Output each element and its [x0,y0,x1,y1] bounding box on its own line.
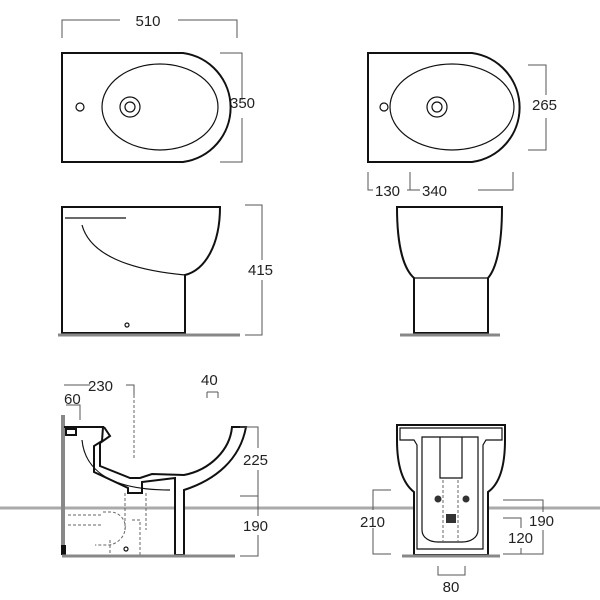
section-view [61,384,259,558]
dim-front-bottom-width: 80 [443,579,460,596]
dim-section-bowl-height: 225 [243,452,268,469]
front-view [395,206,504,337]
dim-section-wall: 60 [64,391,81,408]
dim-height: 415 [248,262,273,279]
dim-top-depth: 350 [230,95,255,112]
dim-section-rim: 40 [201,372,218,389]
dim-section-drain-offset: 230 [88,378,113,395]
dim-top-right-span: 340 [422,183,447,200]
side-view [58,204,263,337]
plan-view-right [367,52,547,191]
front-section-view [372,424,544,576]
dim-front-right-lower: 120 [508,530,533,547]
dim-top-right-depth: 265 [532,97,557,114]
dim-front-left-height: 210 [360,514,385,531]
dim-front-right-height: 190 [529,513,554,530]
dim-top-width: 510 [135,13,160,30]
dim-top-right-offset: 130 [375,183,400,200]
plan-view-left [61,19,243,163]
dim-section-inlet-height: 190 [243,518,268,535]
